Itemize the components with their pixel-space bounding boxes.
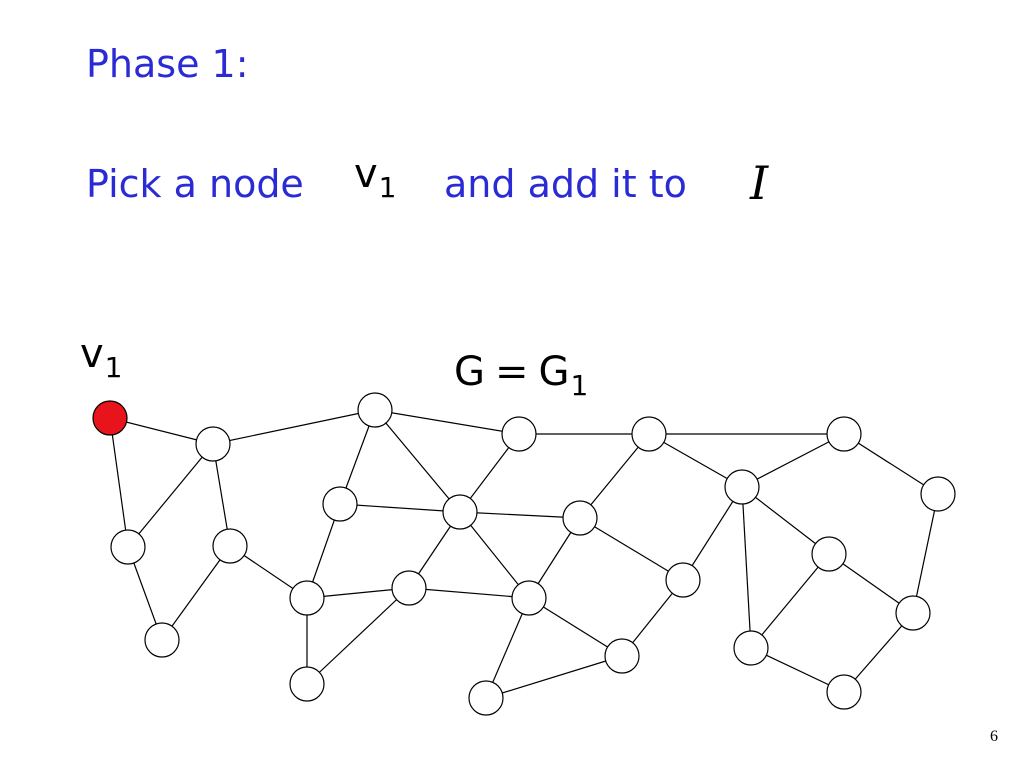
graph-node [289,666,325,702]
graph-label-lhs: G [454,349,485,395]
graph-node [604,638,640,674]
graph-edge [306,587,410,685]
graph-node [733,630,769,666]
instruction-node-symbol: v1 [354,151,397,201]
graph-edge [579,433,650,519]
graph-edge [109,417,214,445]
graph-edge [374,409,520,435]
page-number: 6 [990,728,998,745]
node-label-symbol: v [80,331,104,377]
graph-edge [682,486,743,581]
graph-edge [648,433,743,488]
graph-node [826,674,862,710]
graph-edge [485,597,530,699]
node-symbol: v [354,151,378,197]
graph-node [110,529,146,565]
graph-node [920,476,956,512]
graph-node [322,486,358,522]
graph-edge [528,597,623,657]
graph-node [895,595,931,631]
graph-edge [339,503,461,513]
graph-edge [843,433,939,495]
graph-node [811,536,847,572]
graph-edge [741,433,845,488]
selected-node-label: v1 [80,331,123,381]
graph-edge [459,511,581,519]
graph-node [501,416,537,452]
graph-edge [109,417,129,548]
graph-label: G=G1 [454,349,588,399]
graph-node [724,469,760,505]
graph-node [631,416,667,452]
graph-edge [741,486,830,555]
instruction-text-part1: Pick a node [86,162,304,206]
graph-node [144,622,180,658]
graph-node [511,580,547,616]
graph-node [212,528,248,564]
graph-node [665,562,701,598]
graph-node [391,570,427,606]
graph-edge [408,587,530,599]
graph-edge [161,545,231,641]
graph-label-rhs: G [538,349,570,395]
graph-nodes [92,392,956,716]
graph-label-equals: = [495,349,529,395]
graph-edge [750,553,830,649]
graph-edge [912,493,939,614]
instruction-text-part2: and add it to [444,162,687,206]
graph-node [442,494,478,530]
graph-edge [579,517,684,581]
graph-label-rhs-subscript: 1 [570,368,589,402]
graph-node [826,416,862,452]
graph-edge [374,409,461,513]
graph-node [289,580,325,616]
graph-edge [459,511,530,599]
graph-node [562,500,598,536]
graph-node [468,680,504,716]
graph-edge [741,486,752,649]
node-subscript: 1 [378,170,397,204]
graph-edge [127,443,214,548]
node-label-subscript: 1 [104,350,123,384]
graph-node [357,392,393,428]
graph-node-v1-selected [92,400,128,436]
graph-edge [485,655,623,699]
set-symbol: I [750,156,769,210]
slide-heading: Phase 1: [86,42,249,86]
graph-edge [212,409,376,445]
graph-node [195,426,231,462]
